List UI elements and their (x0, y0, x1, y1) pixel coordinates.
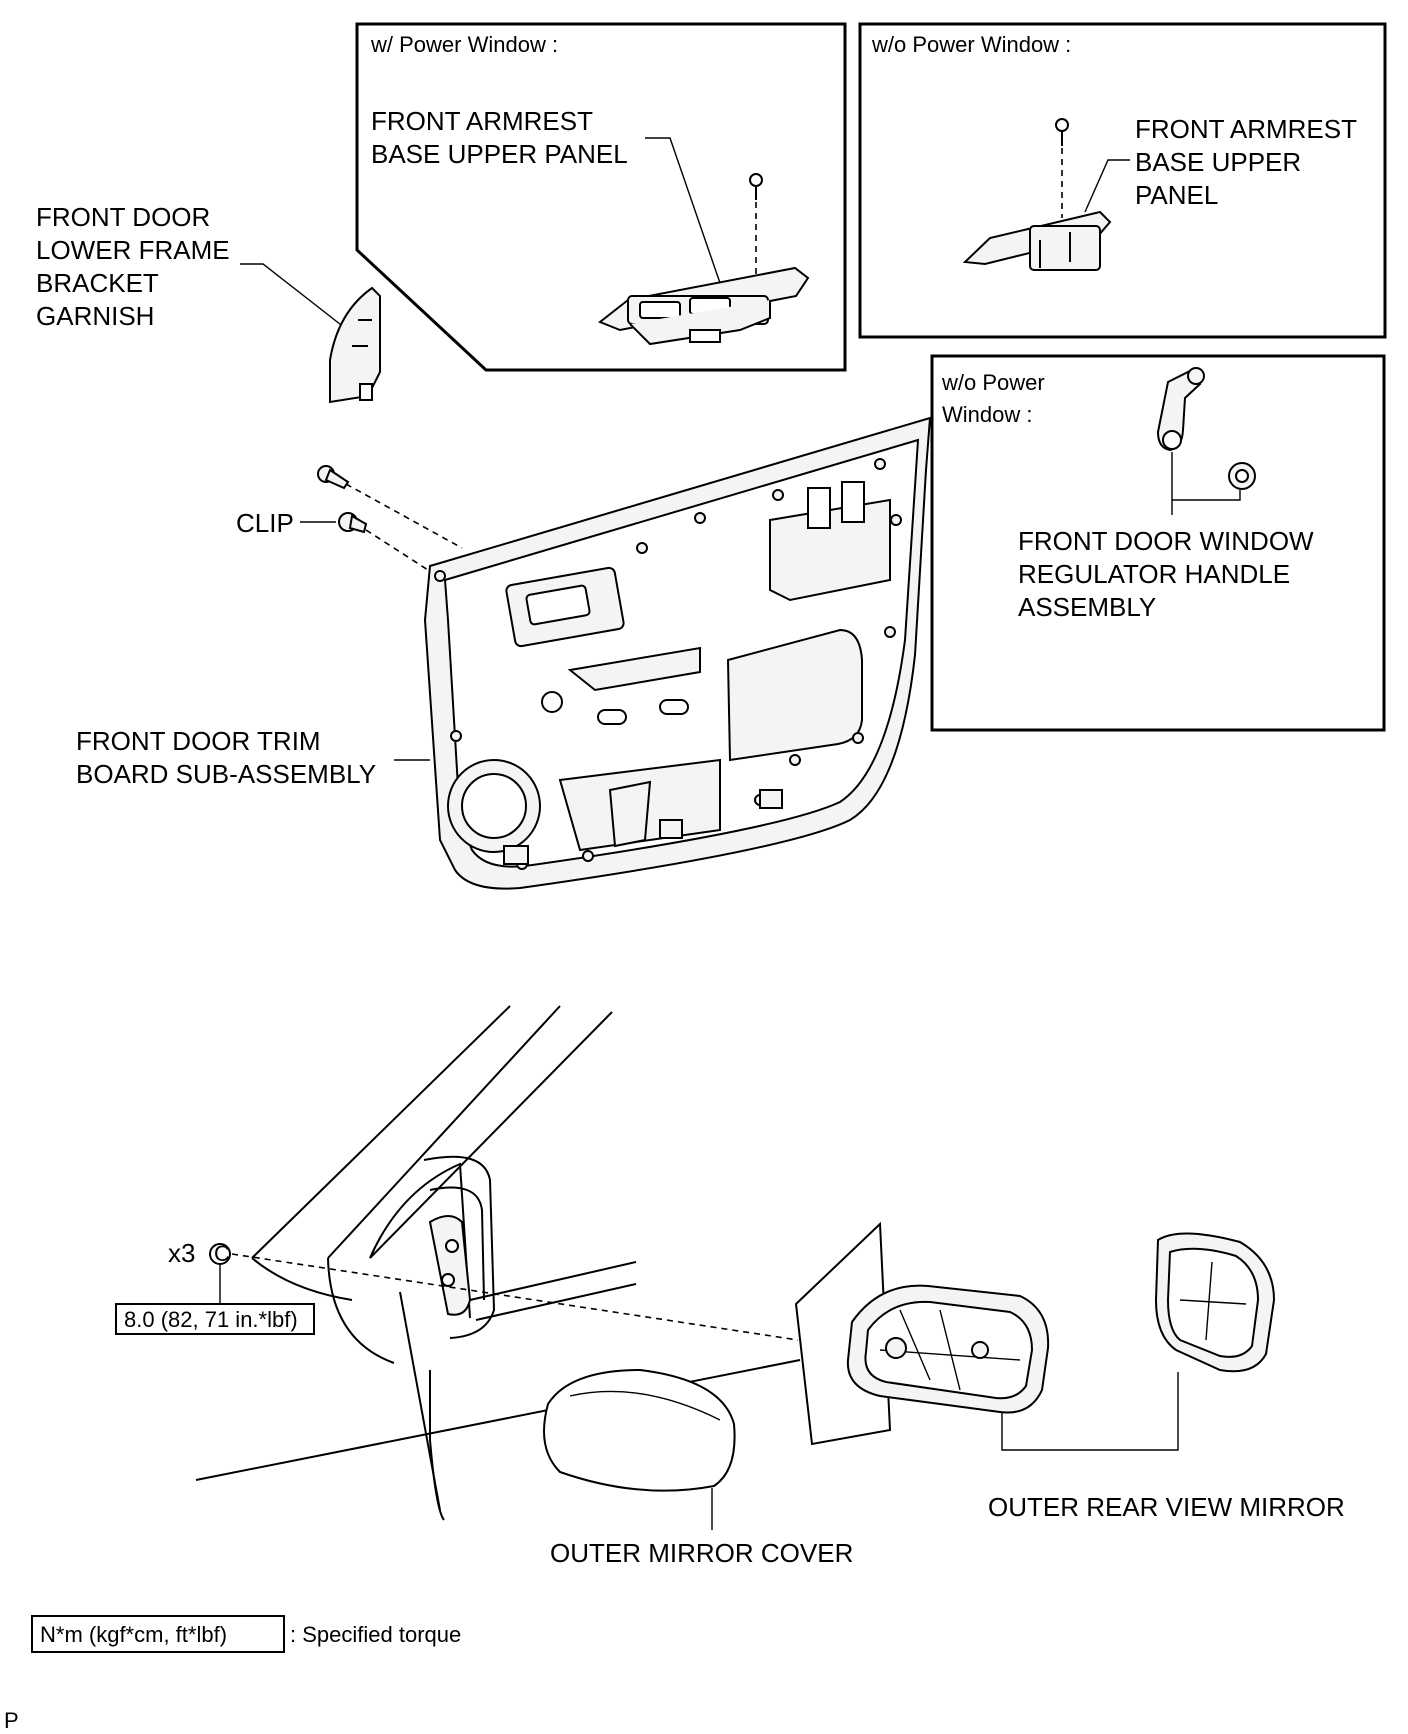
label-quantity: x3 (168, 1238, 195, 1268)
outer-rear-view-mirror (794, 1221, 1050, 1446)
screw-icon (749, 173, 763, 200)
legend-torque-units: N*m (kgf*cm, ft*lbf) (40, 1622, 227, 1647)
label-trim-board-line1: FRONT DOOR TRIM (76, 726, 321, 756)
nut-symbol: C (214, 1241, 230, 1266)
box-without-power-window: w/o Power Window : FRONT ARMREST BASE UP… (858, 22, 1387, 339)
nut-icon: C (209, 1241, 231, 1266)
label-outer-mirror-cover: OUTER MIRROR COVER (550, 1538, 853, 1568)
label-armrest-panel-wo-line3: PANEL (1135, 180, 1218, 210)
label-regulator-handle-line2: REGULATOR HANDLE (1018, 559, 1290, 589)
screw-icon (1055, 118, 1069, 146)
mirror-mount-plate (428, 1215, 472, 1316)
torque-spec-value: 8.0 (82, 71 in.*lbf) (124, 1307, 298, 1332)
box-window-regulator-handle: w/o Power Window : FRONT DOOR WINDOW REG… (930, 354, 1386, 732)
label-garnish-line3: BRACKET (36, 268, 159, 298)
label-garnish-line4: GARNISH (36, 301, 154, 331)
clip-icon (338, 512, 368, 534)
label-armrest-panel-w-line2: BASE UPPER PANEL (371, 139, 628, 169)
clip-icon (317, 465, 350, 490)
label-armrest-panel-w-line1: FRONT ARMREST (371, 106, 593, 136)
label-trim-board-line2: BOARD SUB-ASSEMBLY (76, 759, 376, 789)
torque-spec-box (115, 1303, 315, 1335)
box-handle-title-line2: Window : (942, 402, 1032, 427)
armrest-panel-without-switch (962, 210, 1112, 271)
corner-mark: P (4, 1708, 19, 1733)
label-clip: CLIP (236, 508, 294, 538)
box-without-power-window-title: w/o Power Window : (871, 32, 1071, 57)
box-with-power-window: w/ Power Window : FRONT ARMREST BASE UPP… (355, 22, 847, 372)
label-garnish-line1: FRONT DOOR (36, 202, 210, 232)
handle-washer-icon (1228, 462, 1256, 490)
label-outer-rear-view-mirror: OUTER REAR VIEW MIRROR (988, 1492, 1345, 1522)
legend-torque-box (31, 1615, 285, 1653)
label-garnish-line2: LOWER FRAME (36, 235, 230, 265)
label-regulator-handle-line3: ASSEMBLY (1018, 592, 1156, 622)
car-body-outline (195, 1005, 801, 1521)
label-armrest-panel-wo-line2: BASE UPPER (1135, 147, 1301, 177)
mirror-glass (1154, 1232, 1276, 1373)
box-with-power-window-title: w/ Power Window : (370, 32, 558, 57)
label-armrest-panel-wo-line1: FRONT ARMREST (1135, 114, 1357, 144)
lower-frame-bracket-garnish (329, 286, 381, 404)
outer-mirror-cover (543, 1368, 736, 1492)
legend-description: : Specified torque (290, 1622, 461, 1647)
window-regulator-handle-icon (1156, 367, 1205, 452)
armrest-panel-with-switch (598, 266, 810, 346)
label-regulator-handle-line1: FRONT DOOR WINDOW (1018, 526, 1314, 556)
box-handle-title-line1: w/o Power (941, 370, 1045, 395)
front-door-trim-board (423, 416, 932, 890)
